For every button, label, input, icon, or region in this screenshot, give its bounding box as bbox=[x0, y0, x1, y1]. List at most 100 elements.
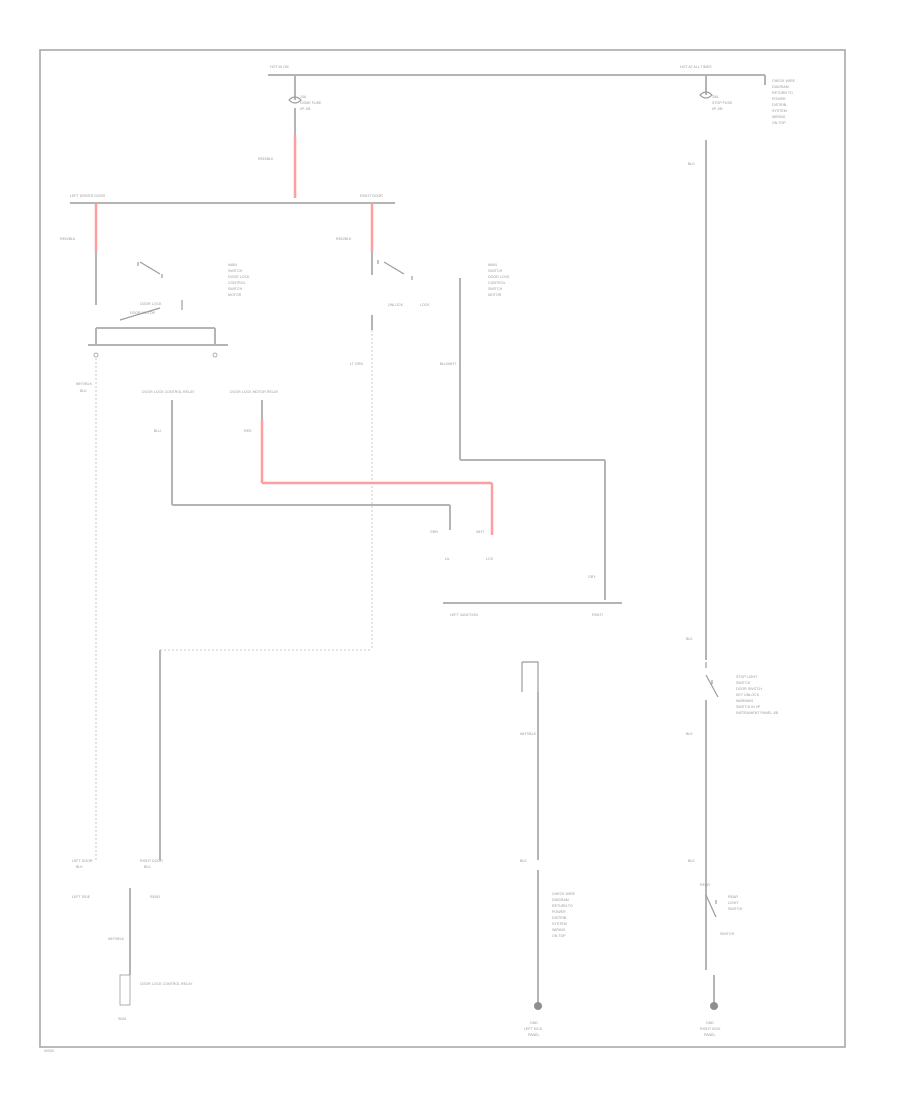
bottom-left-wire: WHT/BLK bbox=[108, 937, 125, 941]
pin-right-label: LCK bbox=[486, 557, 494, 561]
bottom-relay-code: SDM bbox=[118, 1017, 126, 1021]
wire-label-wht: WHT bbox=[476, 530, 485, 534]
ecu-left-label: DOOR LOCK CONTROL RELAY bbox=[142, 390, 195, 394]
wire-label-blk-c: BLK bbox=[686, 637, 693, 641]
fuse-left-amp: 10A bbox=[300, 95, 307, 99]
svg-text:INSTRUMENT PANEL J/B: INSTRUMENT PANEL J/B bbox=[736, 711, 779, 715]
svg-text:PANEL: PANEL bbox=[704, 1033, 716, 1037]
svg-text:WIRING: WIRING bbox=[552, 928, 566, 932]
fuse-left-icon bbox=[288, 96, 302, 104]
bottom-left-blk: BLK bbox=[76, 865, 83, 869]
ground-right-label: GND RIGHT KICK PANEL bbox=[700, 1021, 721, 1037]
wire-label-blk-d: BLK bbox=[686, 732, 693, 736]
bottom-mid-a: WHT/BLK bbox=[520, 732, 537, 736]
svg-text:CONTROL: CONTROL bbox=[488, 281, 506, 285]
svg-text:KEY UNLOCK: KEY UNLOCK bbox=[736, 693, 760, 697]
svg-text:SYSTEM: SYSTEM bbox=[552, 922, 567, 926]
wire-label-red: RED bbox=[244, 429, 252, 433]
pin-left-label: UL bbox=[445, 557, 450, 561]
page-code: 00000 bbox=[44, 1049, 54, 1053]
svg-text:SWITCH: SWITCH bbox=[728, 907, 743, 911]
svg-text:GND: GND bbox=[530, 1021, 538, 1025]
svg-text:POWER: POWER bbox=[552, 910, 566, 914]
svg-text:MAIN: MAIN bbox=[228, 263, 237, 267]
door-lock-label: DOOR LOCK bbox=[140, 302, 162, 306]
svg-text:SWITCH: SWITCH bbox=[228, 287, 243, 291]
bottom-mid-note: CHECK WIRE DIAGRAM RETURN TO POWER DISTR… bbox=[552, 892, 576, 938]
fuse-right-loc: I/P J/B bbox=[712, 107, 723, 111]
svg-text:REAR: REAR bbox=[728, 895, 738, 899]
wire-label-blu: BLU bbox=[154, 429, 161, 433]
bottom-right-b: REAR bbox=[700, 883, 710, 887]
wire-label-lt-grn: LT GRN bbox=[350, 362, 363, 366]
rear-switch-icon bbox=[705, 894, 717, 918]
stop-switch-desc: STOP LIGHT SWITCH DOOR SWITCH KEY UNLOCK… bbox=[736, 675, 779, 715]
bottom-left-a: LEFT DOOR bbox=[72, 859, 93, 863]
fuse-left-loc: I/P J/B bbox=[300, 107, 311, 111]
svg-text:SWITCH: SWITCH bbox=[488, 287, 503, 291]
unlock-label: UNLOCK bbox=[388, 303, 404, 307]
svg-text:DOOR SWITCH: DOOR SWITCH bbox=[736, 687, 762, 691]
wire-label-grn: GRN bbox=[430, 530, 438, 534]
svg-text:LEFT KICK: LEFT KICK bbox=[524, 1027, 543, 1031]
svg-text:WIRING: WIRING bbox=[772, 115, 786, 119]
svg-text:RIGHT KICK: RIGHT KICK bbox=[700, 1027, 721, 1031]
connector-left-label: LEFT DRIVER DOOR bbox=[70, 194, 105, 198]
bottom-right-a: BLK bbox=[688, 859, 695, 863]
svg-text:DOOR LOCK: DOOR LOCK bbox=[228, 275, 250, 279]
wire-label-blk-b: BLK bbox=[688, 162, 695, 166]
svg-text:SWITCH: SWITCH bbox=[228, 269, 243, 273]
svg-text:DIAGRAM: DIAGRAM bbox=[552, 898, 569, 902]
svg-text:MAIN: MAIN bbox=[488, 263, 497, 267]
svg-text:GND: GND bbox=[706, 1021, 714, 1025]
ground-mid-label: GND LEFT KICK PANEL bbox=[524, 1021, 543, 1037]
fuse-left-name: DOME FUSE bbox=[300, 101, 322, 105]
switch-left-icon bbox=[137, 261, 163, 278]
bottom-right-c: SWITCH bbox=[720, 932, 735, 936]
ground-right-icon bbox=[710, 1002, 718, 1010]
svg-text:CHECK WIRE: CHECK WIRE bbox=[552, 892, 576, 896]
bottom-relay-label: DOOR LOCK CONTROL RELAY bbox=[140, 982, 193, 986]
switch-right-desc: MAIN SWITCH DOOR LOCK CONTROL SWITCH MOT… bbox=[488, 263, 510, 297]
switch-mid-icon bbox=[377, 260, 413, 280]
wire-label-red-left: RED/BLK bbox=[60, 237, 76, 241]
bottom-relay-box bbox=[119, 974, 131, 1006]
svg-text:RETURN TO: RETURN TO bbox=[552, 904, 573, 908]
ecu-right-label: DOOR LOCK MOTOR RELAY bbox=[230, 390, 279, 394]
fuse-right-icon bbox=[699, 91, 713, 99]
bus-label-left: HOT IN ON bbox=[270, 65, 289, 69]
wire-label-red-top: RED/BLK bbox=[258, 157, 274, 161]
right-note: CHECK WIRE DIAGRAM RETURN TO POWER DISTR… bbox=[772, 79, 796, 125]
svg-text:ON TOP: ON TOP bbox=[772, 121, 786, 125]
svg-text:SWITCH: SWITCH bbox=[488, 269, 503, 273]
svg-text:WARNING: WARNING bbox=[736, 699, 753, 703]
stop-switch-icon bbox=[705, 662, 719, 698]
wire-label-blk-a: BLK bbox=[80, 389, 87, 393]
bottom-left-b: LEFT SIDE bbox=[72, 895, 91, 899]
bottom-right-desc: REAR LIGHT SWITCH bbox=[728, 895, 743, 911]
svg-text:SWITCH: SWITCH bbox=[736, 681, 751, 685]
bus-label-right: HOT AT ALL TIMES bbox=[680, 65, 712, 69]
connector-right-label: RIGHT DOOR bbox=[360, 194, 383, 198]
bottom-mid-b: BLK bbox=[520, 859, 527, 863]
svg-text:DIAGRAM: DIAGRAM bbox=[772, 85, 789, 89]
wire-label-gry: GRY bbox=[588, 575, 596, 579]
ground-mid-icon bbox=[534, 1002, 542, 1010]
switch-left-desc: MAIN SWITCH DOOR LOCK CONTROL SWITCH MOT… bbox=[228, 263, 250, 297]
svg-text:CHECK WIRE: CHECK WIRE bbox=[772, 79, 796, 83]
bottom-left-d: REAR bbox=[150, 895, 160, 899]
svg-text:LIGHT: LIGHT bbox=[728, 901, 739, 905]
svg-text:DISTRIB.: DISTRIB. bbox=[552, 916, 567, 920]
svg-text:DOOR LOCK: DOOR LOCK bbox=[488, 275, 510, 279]
svg-text:RETURN TO: RETURN TO bbox=[772, 91, 793, 95]
wire-label-wht-blk: WHT/BLK bbox=[76, 382, 93, 386]
fuse-right-name: STOP FUSE bbox=[712, 101, 733, 105]
junction-right-label: RIGHT bbox=[592, 613, 604, 617]
svg-text:CONTROL: CONTROL bbox=[228, 281, 246, 285]
svg-text:STOP LIGHT: STOP LIGHT bbox=[736, 675, 758, 679]
svg-text:MOTOR: MOTOR bbox=[228, 293, 242, 297]
wire-label-red-mid: RED/BLK bbox=[336, 237, 352, 241]
wire-label-blu-wht: BLU/WHT bbox=[440, 362, 457, 366]
svg-text:PANEL: PANEL bbox=[528, 1033, 540, 1037]
fuse-right-amp: 15A bbox=[712, 95, 719, 99]
